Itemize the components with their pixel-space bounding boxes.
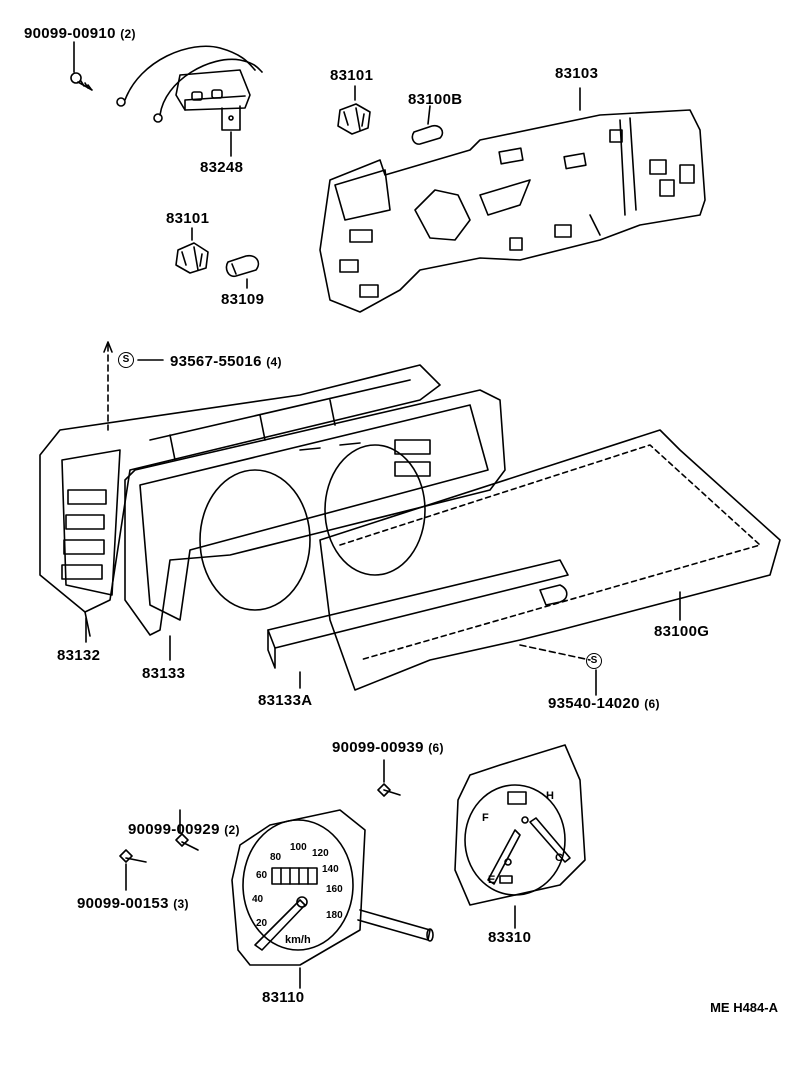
- label-90099-00939: 90099-00939 (6): [332, 739, 444, 756]
- diagram-reference-code: ME H484-A: [710, 1000, 778, 1015]
- bulb-83109: [225, 254, 260, 289]
- label-83100B: 83100B: [408, 91, 463, 108]
- screw-symbol-upper: S: [118, 352, 134, 368]
- speed-tick-120: 120: [312, 848, 329, 859]
- screw-90099-00153: [119, 849, 147, 891]
- speed-tick-180: 180: [326, 910, 343, 921]
- label-90099-00929: 90099-00929 (2): [128, 821, 240, 838]
- speed-tick-140: 140: [322, 864, 339, 875]
- wire-harness-83248: [116, 45, 263, 157]
- label-90099-00910: 90099-00910 (2): [24, 25, 136, 42]
- label-83100G: 83100G: [654, 623, 710, 640]
- bulb-83100B: [411, 105, 444, 145]
- label-83110: 83110: [262, 989, 305, 1006]
- screw-90099-00910: [70, 41, 93, 91]
- printed-circuit-83103: [319, 87, 706, 313]
- label-83103: 83103: [555, 65, 599, 82]
- speed-tick-20: 20: [256, 918, 268, 929]
- combination-gauge-83310: [454, 744, 586, 929]
- label-83132: 83132: [57, 647, 101, 664]
- label-83133A: 83133A: [258, 692, 313, 709]
- speed-tick-60: 60: [256, 870, 268, 881]
- label-83133: 83133: [142, 665, 186, 682]
- speed-tick-160: 160: [326, 884, 343, 895]
- temp-hot-mark: H: [546, 790, 554, 802]
- trim-strip-83133A: [267, 559, 569, 689]
- screw-90099-00929: [175, 809, 199, 851]
- socket-83101-lower: [175, 227, 209, 274]
- speed-tick-40: 40: [252, 894, 264, 905]
- meter-case-83132: [39, 364, 441, 643]
- temp-cold-mark: C: [555, 852, 563, 864]
- label-83101-upper: 83101: [330, 67, 374, 84]
- label-83248: 83248: [200, 159, 244, 176]
- label-83310: 83310: [488, 929, 532, 946]
- label-90099-00153: 90099-00153 (3): [77, 895, 189, 912]
- screw-90099-00939: [377, 759, 401, 797]
- socket-83101-upper: [337, 85, 371, 135]
- label-93567-55016: 93567-55016 (4): [170, 353, 282, 370]
- speedometer-83110: [231, 809, 434, 989]
- label-93540-14020: 93540-14020 (6): [548, 695, 660, 712]
- label-83101-lower: 83101: [166, 210, 210, 227]
- label-83109: 83109: [221, 291, 265, 308]
- screw-symbol-lower: S: [586, 653, 602, 669]
- speed-tick-100: 100: [290, 842, 307, 853]
- speed-unit: km/h: [285, 934, 311, 946]
- fuel-empty-mark: E: [488, 874, 496, 886]
- fuel-full-mark: F: [482, 812, 489, 824]
- speed-tick-80: 80: [270, 852, 282, 863]
- glass-83100G: [319, 429, 781, 691]
- meter-hood-83133: [124, 389, 506, 661]
